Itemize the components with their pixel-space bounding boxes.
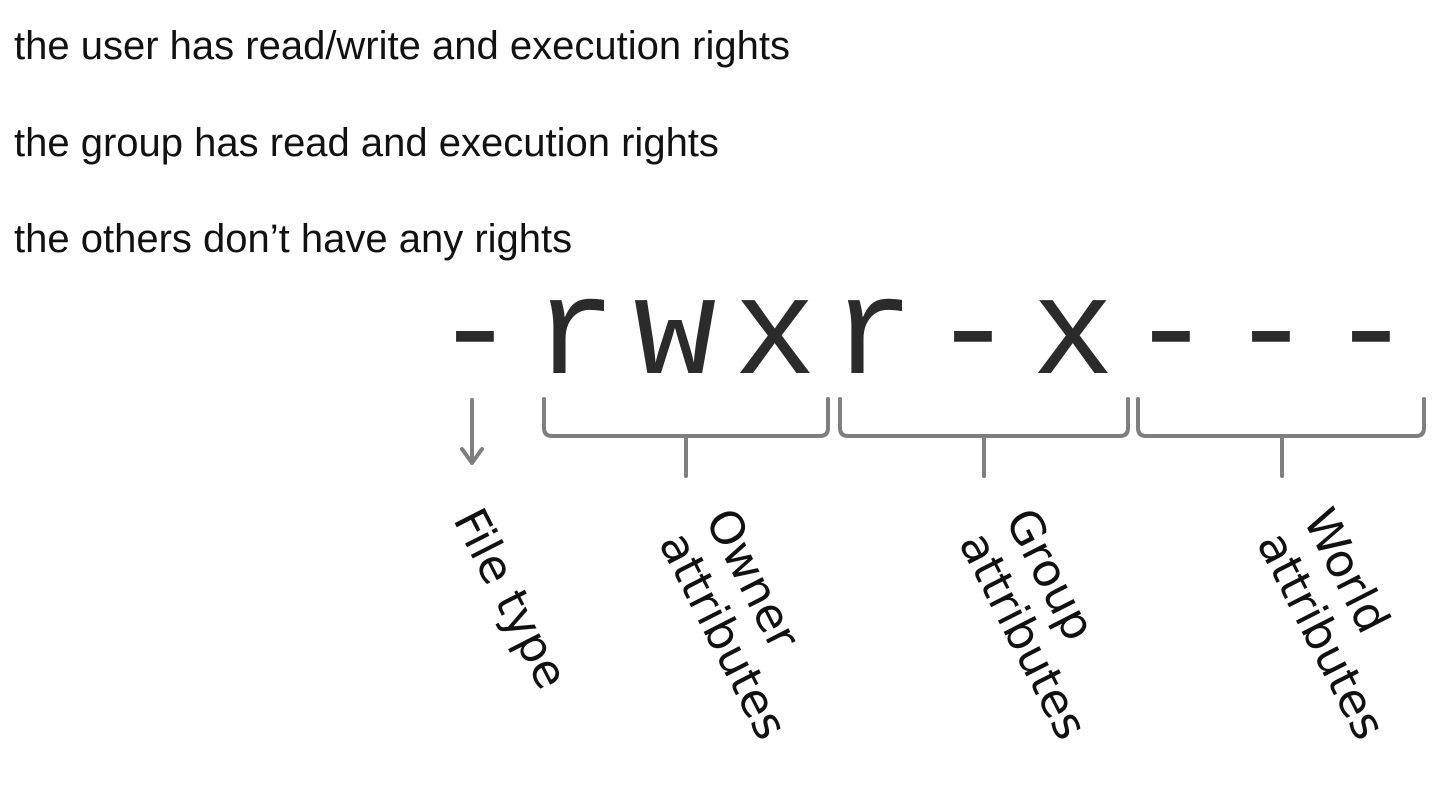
perm-char-world-write: - xyxy=(1229,259,1313,415)
perm-char-world-read: - xyxy=(1129,259,1213,415)
perm-char-group-write: - xyxy=(931,259,1015,415)
perm-char-group-read: r xyxy=(831,259,915,415)
perm-char-file-type: - xyxy=(433,259,517,415)
perm-char-owner-execute: x xyxy=(733,259,817,415)
others-rights-text: the others don’t have any rights xyxy=(14,217,573,261)
group-bracket xyxy=(838,397,1130,478)
perm-char-world-execute: - xyxy=(1329,259,1413,415)
user-rights-text: the user has read/write and execution ri… xyxy=(14,24,790,68)
group-rights-text: the group has read and execution rights xyxy=(14,121,719,165)
world-bracket xyxy=(1136,397,1426,478)
perm-char-group-execute: x xyxy=(1031,259,1115,415)
perm-char-owner-write: w xyxy=(633,259,717,415)
perm-char-owner-read: r xyxy=(533,259,617,415)
owner-bracket xyxy=(542,397,830,478)
file-type-arrow xyxy=(460,398,484,465)
